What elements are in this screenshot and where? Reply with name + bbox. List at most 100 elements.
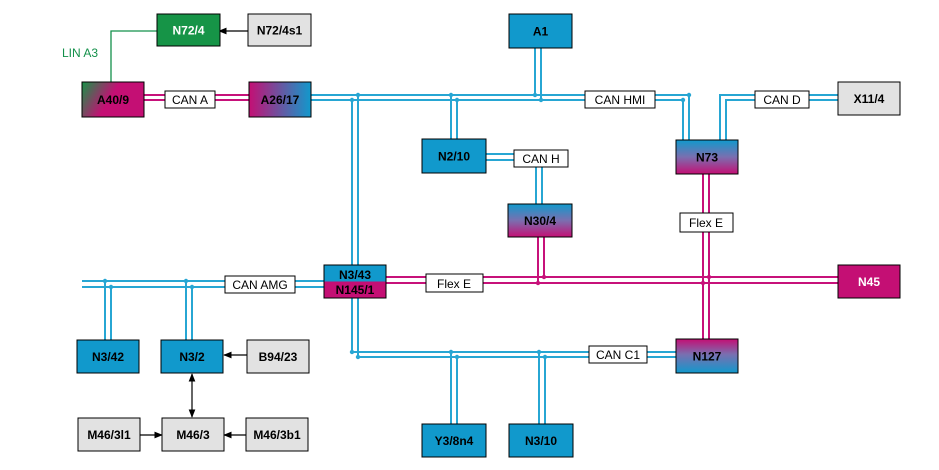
bus-junction: [349, 349, 355, 355]
node-box: [837, 264, 901, 299]
node-box: [246, 339, 310, 374]
bus-label-can-c1: CAN C1: [588, 345, 648, 364]
node-box: [248, 81, 312, 118]
node-label: N3/42: [92, 350, 124, 364]
node-label: N73: [696, 151, 718, 165]
node-label: N72/4: [172, 24, 204, 38]
node-y3-8n4[interactable]: Y3/8n4: [421, 423, 487, 458]
node-box: [421, 138, 487, 174]
node-box: [675, 338, 739, 374]
bus-junction: [700, 280, 706, 286]
bus-label-can-h: CAN H: [513, 149, 569, 168]
node-label: N72/4s1: [257, 24, 303, 38]
bus-junction: [448, 349, 454, 355]
bus-junction: [183, 278, 189, 284]
node-label: M46/3b1: [253, 428, 301, 442]
signal-arrows: [140, 27, 248, 439]
bus-junction: [532, 92, 538, 98]
bus-junction: [686, 92, 692, 98]
node-m46-3l1[interactable]: M46/3l1: [77, 417, 141, 452]
node-box: [508, 13, 573, 49]
node-label: N30/4: [524, 214, 556, 228]
bus-junction: [349, 97, 355, 103]
node-x11-4[interactable]: X11/4: [837, 81, 901, 116]
node-n73[interactable]: N73: [675, 139, 739, 175]
node-box: [161, 417, 225, 452]
node-b94-23[interactable]: B94/23: [246, 339, 310, 374]
bus-label-flex-e-vertical-text: Flex E: [689, 216, 723, 230]
bus-label-can-amg: CAN AMG: [224, 275, 296, 294]
node-n3-2[interactable]: N3/2: [160, 339, 224, 374]
node-box: [76, 339, 140, 374]
node-n3-42[interactable]: N3/42: [76, 339, 140, 374]
bus-junction: [355, 92, 361, 98]
node-m46-3[interactable]: M46/3: [161, 417, 225, 452]
node-box: [81, 81, 145, 118]
node-a26-17[interactable]: A26/17: [248, 81, 312, 118]
node-label: N127: [693, 350, 722, 364]
bus-junction: [454, 354, 460, 360]
bus-junction: [355, 354, 361, 360]
node-label: B94/23: [259, 350, 298, 364]
bus-label-can-amg-text: CAN AMG: [232, 278, 287, 292]
node-label: Y3/8n4: [435, 434, 474, 448]
node-box: [421, 423, 487, 458]
node-m46-3b1[interactable]: M46/3b1: [245, 417, 309, 452]
node-box: [508, 423, 574, 458]
bus-junction: [542, 354, 548, 360]
node-box: [245, 417, 309, 452]
bus-junction: [541, 274, 547, 280]
node-box: [156, 13, 221, 47]
node-box: [160, 339, 224, 374]
bus-junction: [535, 280, 541, 286]
node-n45[interactable]: N45: [837, 264, 901, 299]
node-n72-4s1[interactable]: N72/4s1: [247, 13, 312, 47]
node-label: A40/9: [97, 93, 129, 107]
bus-label-can-hmi-text: CAN HMI: [595, 93, 646, 107]
lin-a3-line: [110, 30, 157, 88]
bus-label-can-a-text: CAN A: [172, 93, 208, 107]
node-n30-4[interactable]: N30/4: [507, 203, 573, 238]
node-box: [77, 417, 141, 452]
node-label: A26/17: [261, 93, 300, 107]
bus-junction: [189, 284, 195, 290]
bus-junction: [538, 97, 544, 103]
bus-label-can-d-text: CAN D: [763, 93, 801, 107]
node-label: N2/10: [438, 150, 470, 164]
bus-label-can-d: CAN D: [754, 90, 810, 109]
bus-junction: [102, 278, 108, 284]
node-label: X11/4: [854, 92, 885, 106]
lin-a3-label: LIN A3: [62, 46, 98, 60]
node-n3-10[interactable]: N3/10: [508, 423, 574, 458]
node-box: [247, 13, 312, 47]
bus-label-can-hmi: CAN HMI: [584, 90, 656, 109]
node-n72-4[interactable]: N72/4: [156, 13, 221, 47]
node-label: M46/3l1: [87, 428, 131, 442]
node-a1[interactable]: A1: [508, 13, 573, 49]
node-label: N3/43: [339, 268, 371, 282]
bus-junction: [108, 284, 114, 290]
bus-junction: [454, 97, 460, 103]
bus-label-flex-e-horizontal-text: Flex E: [437, 277, 471, 291]
bus-label-flex-e-horizontal: Flex E: [425, 273, 484, 293]
bus-junction: [680, 97, 686, 103]
bus-label-can-c1-text: CAN C1: [596, 348, 640, 362]
node-a40-9[interactable]: A40/9: [81, 81, 145, 118]
bus-junction: [536, 349, 542, 355]
node-label-secondary: N145/1: [336, 283, 375, 297]
node-label: N45: [858, 275, 880, 289]
node-label: N3/2: [179, 350, 205, 364]
bus-junction: [448, 92, 454, 98]
node-box: [507, 203, 573, 238]
node-n2-10[interactable]: N2/10: [421, 138, 487, 174]
node-n127[interactable]: N127: [675, 338, 739, 374]
node-label: M46/3: [176, 428, 210, 442]
bus-label-can-h-text: CAN H: [522, 152, 559, 166]
node-box: [323, 264, 387, 299]
bus-label-can-a: CAN A: [164, 90, 216, 109]
node-box: [675, 139, 739, 175]
bus-junction: [706, 274, 712, 280]
